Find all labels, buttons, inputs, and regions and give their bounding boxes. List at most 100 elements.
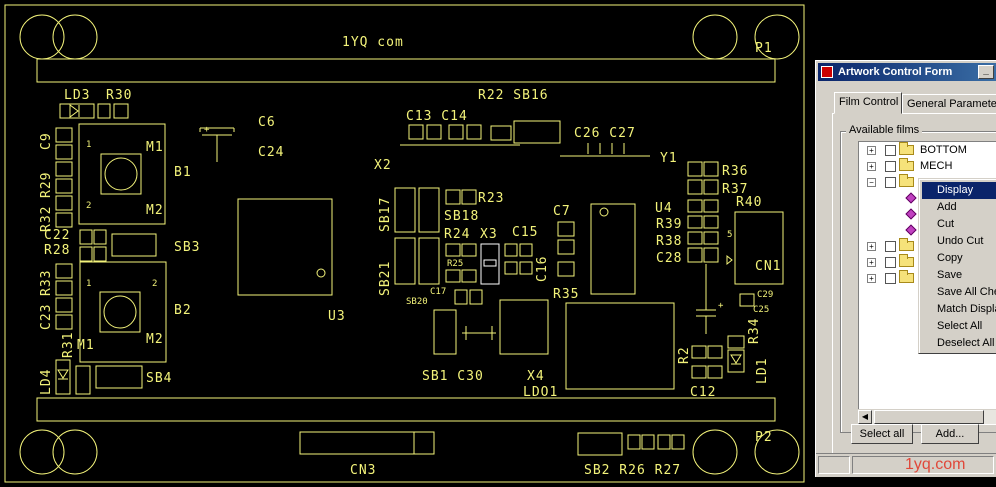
pad-r32b (55, 212, 73, 228)
menu-item-undo-cut[interactable]: Undo Cut (937, 235, 984, 247)
folder-icon (899, 142, 914, 155)
tree-item-film-4[interactable]: + (859, 238, 996, 254)
menu-item-save[interactable]: Save (937, 269, 963, 281)
mount-hole-tl2 (52, 14, 98, 60)
pad-c14a (448, 124, 464, 140)
board-outline (4, 4, 805, 483)
pad-c28a (687, 231, 703, 245)
tree-item-bottom[interactable]: + BOTTOM (859, 142, 996, 158)
film-control-panel (832, 113, 996, 454)
pad-r33b (55, 280, 73, 296)
b2-m2: M2 (146, 332, 164, 347)
pad-r23a (445, 189, 461, 205)
label-c29: C29 (757, 290, 773, 300)
layer-diamond-icon (905, 224, 917, 236)
pad-r34a (727, 335, 745, 349)
pad-r26b (641, 434, 655, 450)
film-checkbox[interactable] (885, 177, 896, 188)
label-r25: R25 (447, 259, 463, 269)
u3-body (237, 198, 333, 296)
minimize-button[interactable]: _ (978, 65, 994, 79)
label-sb17: SB17 (378, 197, 393, 232)
board-title: 1YQ com (342, 35, 404, 50)
label-x2: X2 (374, 158, 392, 173)
label-x4: X4 (527, 369, 545, 384)
label-c15: C15 (512, 225, 538, 240)
label-c24: C24 (258, 145, 284, 160)
expand-icon[interactable]: + (867, 242, 876, 251)
menu-item-save-all-checked[interactable]: Save All Checked (937, 286, 996, 298)
label-ld3: LD3 (64, 88, 90, 103)
label-cn3: CN3 (350, 463, 376, 478)
film-checkbox[interactable] (885, 241, 896, 252)
menu-item-copy[interactable]: Copy (937, 252, 963, 264)
select-all-button[interactable]: Select all (851, 424, 913, 444)
expand-icon[interactable]: + (867, 258, 876, 267)
b2-body (79, 261, 167, 363)
ld1-body (727, 349, 745, 373)
label-c9: C9 (39, 132, 54, 150)
film-checkbox[interactable] (885, 161, 896, 172)
ld4-diode-icon (57, 369, 69, 380)
ld4-body (55, 359, 71, 395)
menu-item-match-display[interactable]: Match Display (937, 303, 996, 315)
expand-icon[interactable]: + (867, 162, 876, 171)
dialog-titlebar[interactable]: Artwork Control Form _ (818, 63, 996, 81)
label-r32: R32 (39, 206, 54, 232)
pad-r29b (55, 178, 73, 194)
menu-item-deselect-all[interactable]: Deselect All (937, 337, 995, 349)
tree-item-film-6[interactable]: + (859, 270, 996, 286)
pad-c23b (55, 314, 73, 330)
tree-horizontal-scrollbar[interactable]: ◀ (858, 409, 996, 424)
pad-c7b (557, 239, 575, 255)
label-sb2-r26-r27: SB2 R26 R27 (584, 463, 681, 478)
tab-general-parameters[interactable]: General Parameters (902, 94, 996, 114)
menu-item-select-all[interactable]: Select All (937, 320, 983, 332)
film-checkbox[interactable] (885, 273, 896, 284)
menu-item-cut[interactable]: Cut (937, 218, 955, 230)
scroll-thumb[interactable] (874, 410, 984, 424)
label-r38: R38 (656, 234, 682, 249)
tab-film-control[interactable]: Film Control (834, 92, 902, 114)
film-checkbox[interactable] (885, 257, 896, 268)
menu-item-add[interactable]: Add (937, 201, 957, 213)
pad-r36a (687, 161, 703, 177)
ld3-body (59, 103, 95, 119)
folder-icon (899, 270, 914, 283)
tree-item-film-5[interactable]: + (859, 254, 996, 270)
sb21-pad-b (418, 237, 440, 285)
tree-item-selected[interactable]: − (859, 174, 996, 190)
pad-c13b (426, 124, 442, 140)
pad-r28b (93, 246, 107, 262)
add-button[interactable]: Add... (921, 424, 979, 444)
folder-icon (899, 158, 914, 171)
c25-plus: + (718, 301, 724, 311)
film-context-menu[interactable]: Display Add Cut Undo Cut Copy Save Save … (918, 178, 996, 354)
film-checkbox[interactable] (885, 145, 896, 156)
layer-diamond-icon (905, 192, 917, 204)
expand-icon[interactable]: + (867, 146, 876, 155)
label-c26-c27: C26 C27 (574, 126, 636, 141)
scroll-left-icon[interactable]: ◀ (858, 410, 872, 424)
label-c13-c14: C13 C14 (406, 109, 468, 124)
b1-button-circle (104, 157, 138, 191)
pad-c12a (691, 365, 707, 379)
ld4-pad (75, 365, 91, 395)
label-r2: R2 (677, 346, 692, 364)
pad-r29a (55, 161, 73, 177)
label-ldo1: LDO1 (523, 385, 558, 400)
mount-hole-br (692, 429, 738, 475)
label-r34: R34 (747, 318, 762, 344)
menu-item-display[interactable]: Display (922, 182, 996, 199)
expand-icon[interactable]: + (867, 274, 876, 283)
tree-item-mech[interactable]: + MECH (859, 158, 996, 174)
label-r28: R28 (44, 243, 70, 258)
sb1-body (433, 309, 457, 355)
collapse-icon[interactable]: − (867, 178, 876, 187)
label-b1: B1 (174, 165, 192, 180)
pad-r2b (707, 345, 723, 359)
header-p1 (36, 58, 776, 83)
label-c7: C7 (553, 204, 571, 219)
artwork-control-dialog[interactable]: Artwork Control Form _ Film Control Gene… (815, 60, 996, 477)
